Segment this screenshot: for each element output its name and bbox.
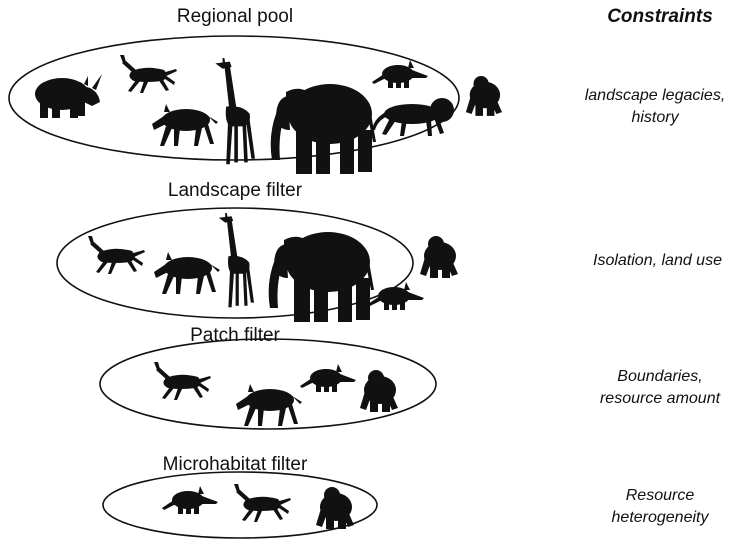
zebra-silhouette-icon [236, 384, 302, 426]
constraint-patch-filter: Boundaries, resource amount [570, 366, 750, 410]
aardvark-silhouette-icon [300, 364, 356, 392]
constraint-line: heterogeneity [570, 507, 750, 529]
elephant-silhouette-icon [271, 84, 376, 174]
constraint-microhabitat-filter: Resource heterogeneity [570, 485, 750, 529]
constraint-line: resource amount [570, 388, 750, 410]
aardvark-silhouette-icon [372, 60, 428, 88]
rhino-silhouette-icon [35, 74, 102, 118]
giraffe-silhouette-icon [215, 58, 255, 164]
zebra-silhouette-icon [152, 104, 218, 146]
constraints-header: Constraints [570, 6, 750, 28]
gorilla-silhouette-icon [360, 370, 398, 412]
constraint-line: Boundaries, [570, 366, 750, 388]
constraint-regional-pool: landscape legacies, history [555, 85, 755, 129]
constraint-line: history [555, 107, 755, 129]
gazelle-silhouette-icon [154, 362, 211, 400]
constraint-line: landscape legacies, [555, 85, 755, 107]
level-title-microhabitat-filter: Microhabitat filter [160, 454, 310, 476]
level-title-patch-filter: Patch filter [175, 325, 295, 347]
elephant-silhouette-icon [269, 232, 374, 322]
level-title-landscape-filter: Landscape filter [150, 180, 320, 202]
constraint-line: Isolation, land use [560, 250, 755, 272]
gazelle-silhouette-icon [234, 484, 291, 522]
constraint-landscape-filter: Isolation, land use [560, 250, 755, 272]
constraint-line: Resource [570, 485, 750, 507]
level-title-regional-pool: Regional pool [150, 6, 320, 28]
zebra-silhouette-icon [154, 252, 220, 294]
gazelle-silhouette-icon [120, 55, 177, 93]
aardvark-silhouette-icon [162, 486, 218, 514]
gorilla-silhouette-icon [420, 236, 458, 278]
giraffe-silhouette-icon [219, 213, 254, 307]
gazelle-silhouette-icon [88, 236, 145, 274]
gorilla-silhouette-icon [316, 487, 354, 529]
gorilla-silhouette-icon [466, 76, 502, 116]
lion-silhouette-icon [372, 98, 454, 136]
